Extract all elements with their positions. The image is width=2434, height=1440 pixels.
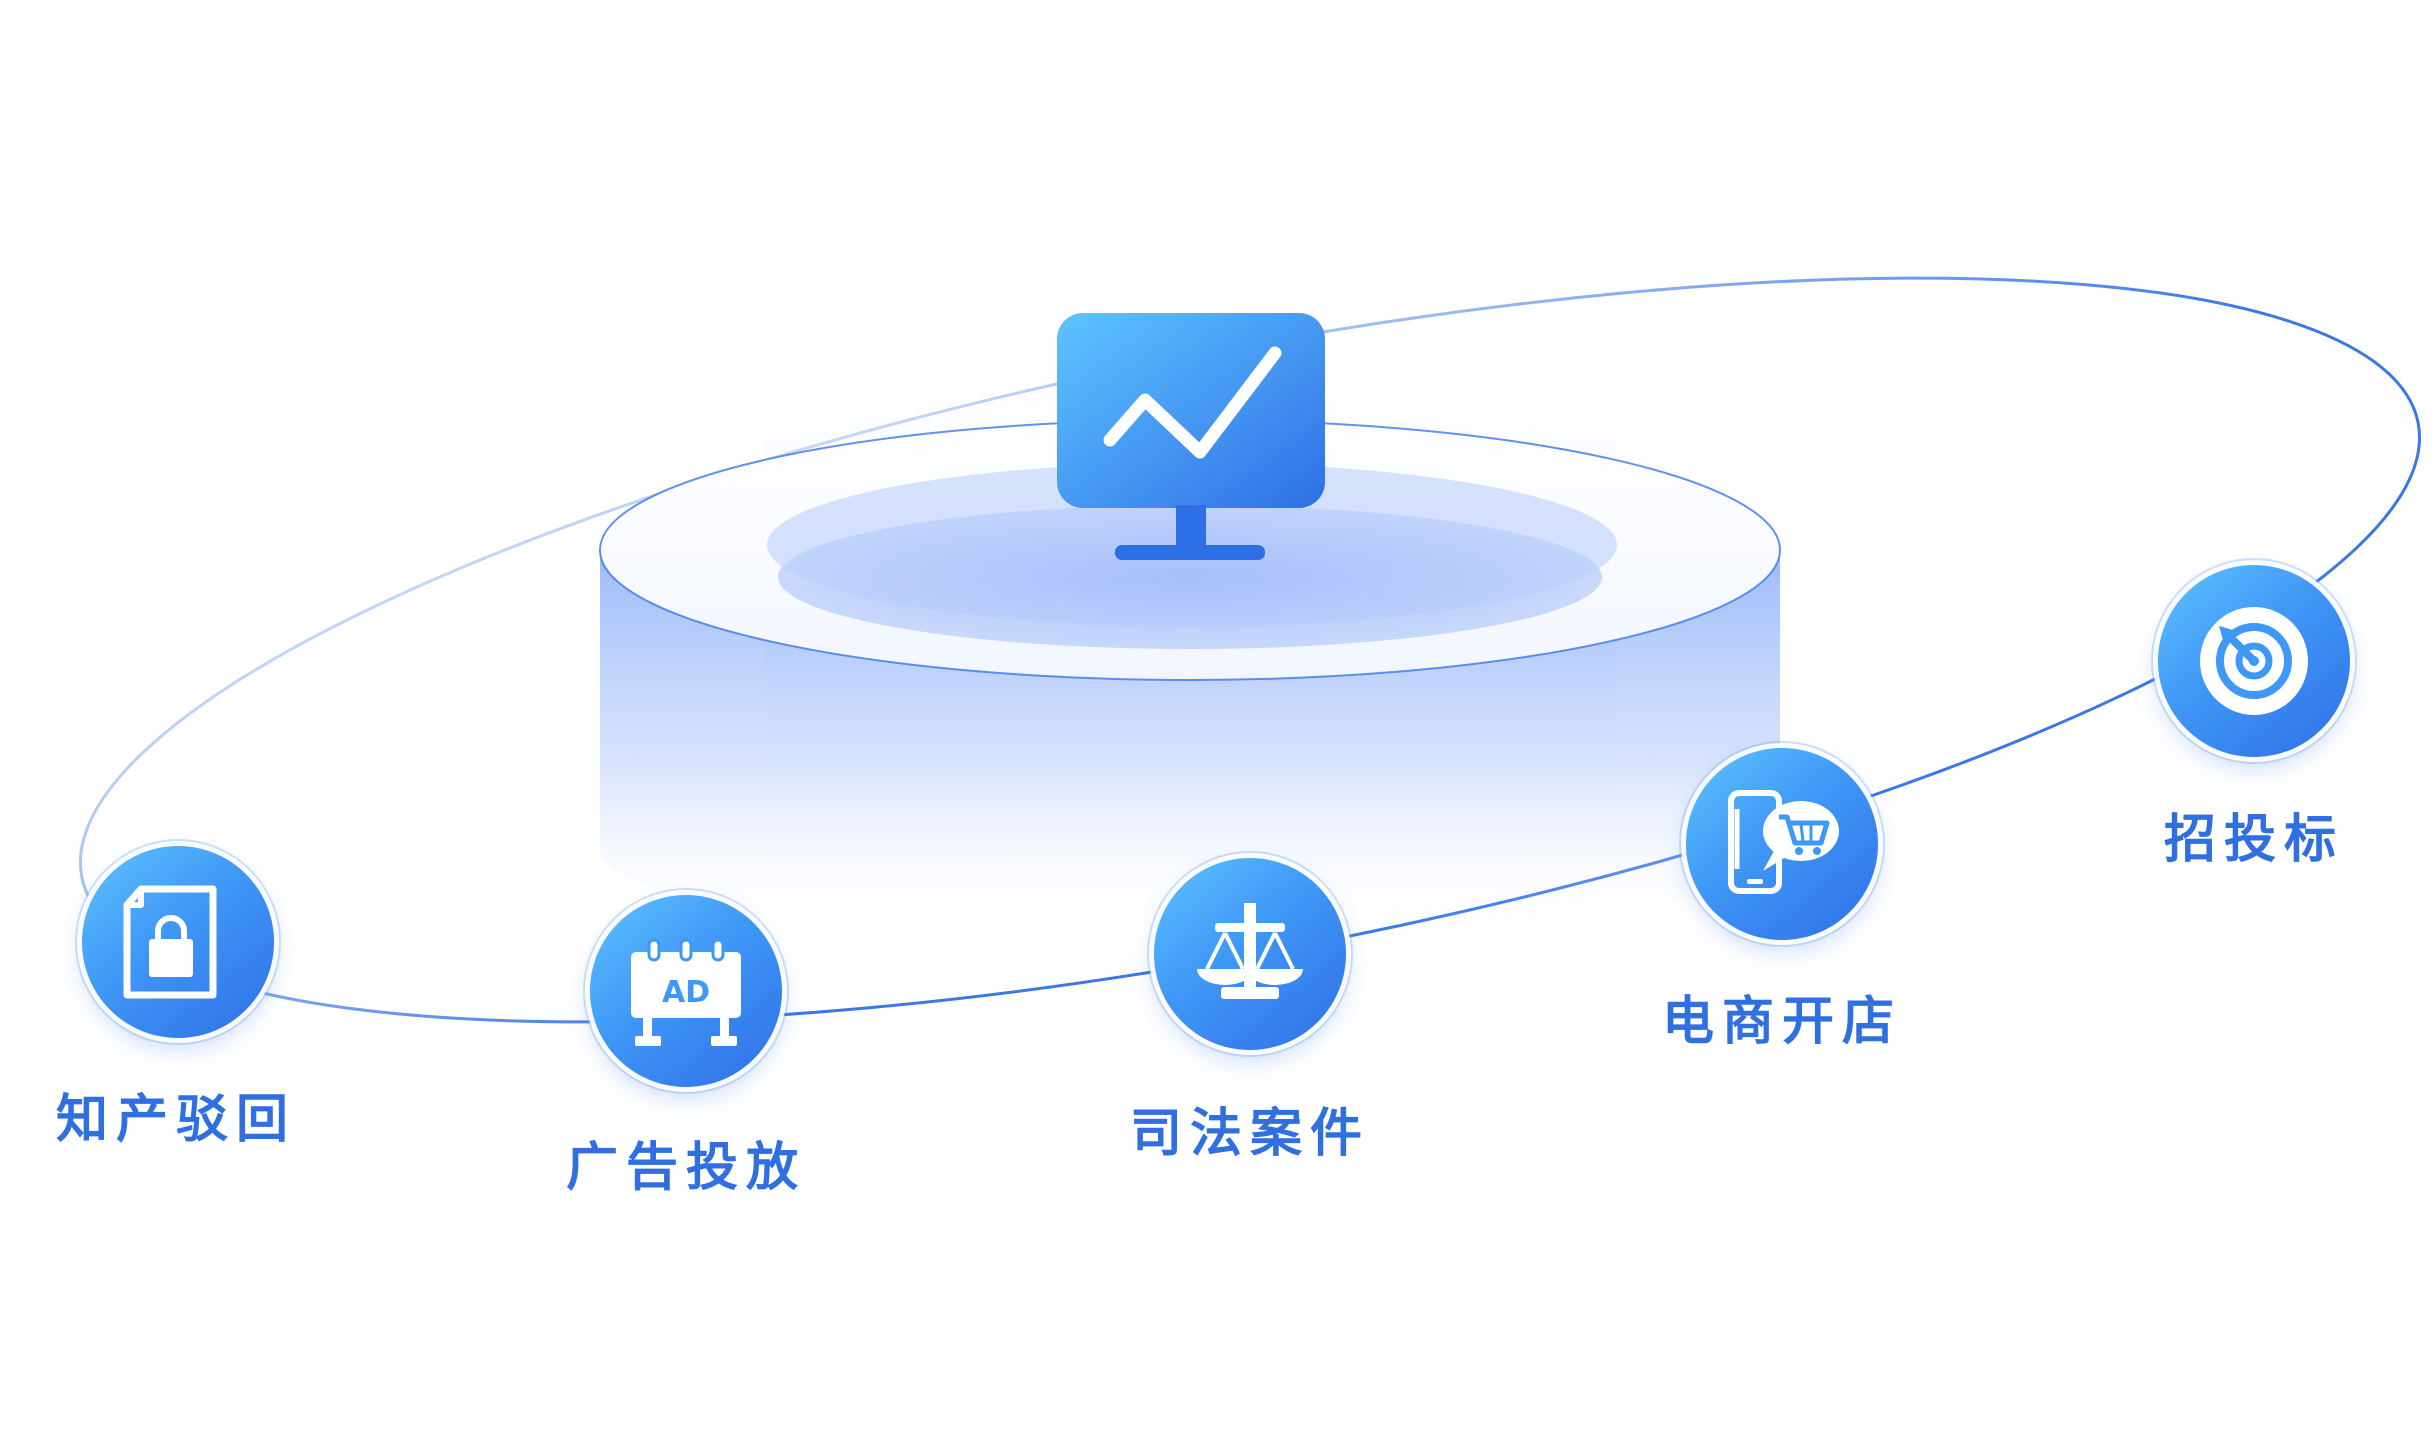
node-ip-rejection-label: 知产驳回 bbox=[55, 1090, 296, 1150]
node-ecommerce-store[interactable] bbox=[1686, 748, 1878, 940]
document-bag-icon bbox=[123, 885, 217, 999]
node-ecommerce-store-label: 电商开店 bbox=[1661, 992, 1902, 1052]
node-judicial-case[interactable] bbox=[1154, 858, 1346, 1050]
node-bidding[interactable] bbox=[2158, 565, 2350, 757]
phone-cart-icon bbox=[1728, 790, 1839, 894]
target-icon bbox=[2200, 607, 2308, 715]
node-ad-placement[interactable]: AD bbox=[590, 895, 782, 1087]
node-judicial-case-label: 司法案件 bbox=[1129, 1104, 1370, 1164]
node-ad-placement-label: 广告投放 bbox=[565, 1138, 806, 1198]
monitor-trend-icon bbox=[1057, 313, 1325, 560]
node-ip-rejection[interactable] bbox=[82, 846, 274, 1038]
ad-billboard-icon: AD bbox=[631, 938, 741, 1046]
scales-icon bbox=[1197, 903, 1303, 999]
svg-text:AD: AD bbox=[662, 975, 710, 1010]
node-bidding-label: 招投标 bbox=[2163, 810, 2344, 870]
